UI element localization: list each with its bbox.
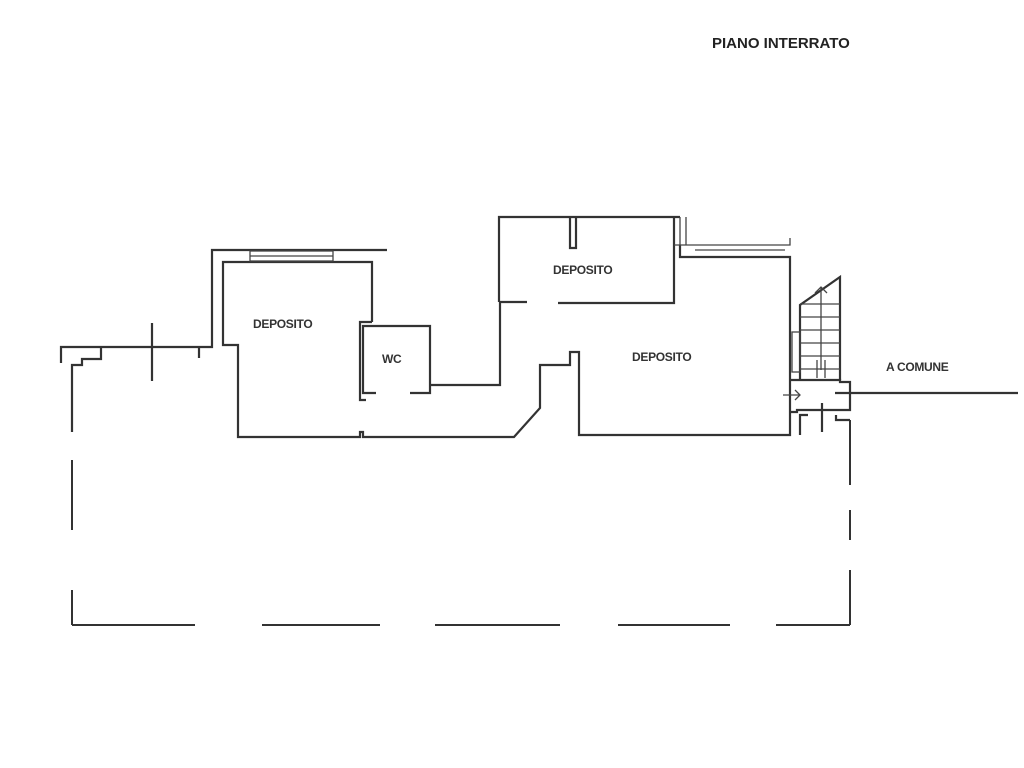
- room-deposito-upper-walls: [497, 215, 791, 305]
- room-wc-walls: [358, 300, 527, 402]
- access-label: A COMUNE: [886, 360, 949, 374]
- plan-title: PIANO INTERRATO: [712, 35, 850, 52]
- dashed-property-boundary: [71, 420, 851, 626]
- room-label-wc: WC: [382, 352, 402, 366]
- room-deposito-left-walls: [221, 245, 792, 439]
- outer-boundary-left: [59, 248, 387, 432]
- room-label-deposito-right: DEPOSITO: [632, 350, 692, 364]
- landing: [783, 378, 1018, 435]
- room-label-deposito-left: DEPOSITO: [253, 317, 313, 331]
- room-label-deposito-upper: DEPOSITO: [553, 263, 613, 277]
- staircase: [791, 274, 842, 380]
